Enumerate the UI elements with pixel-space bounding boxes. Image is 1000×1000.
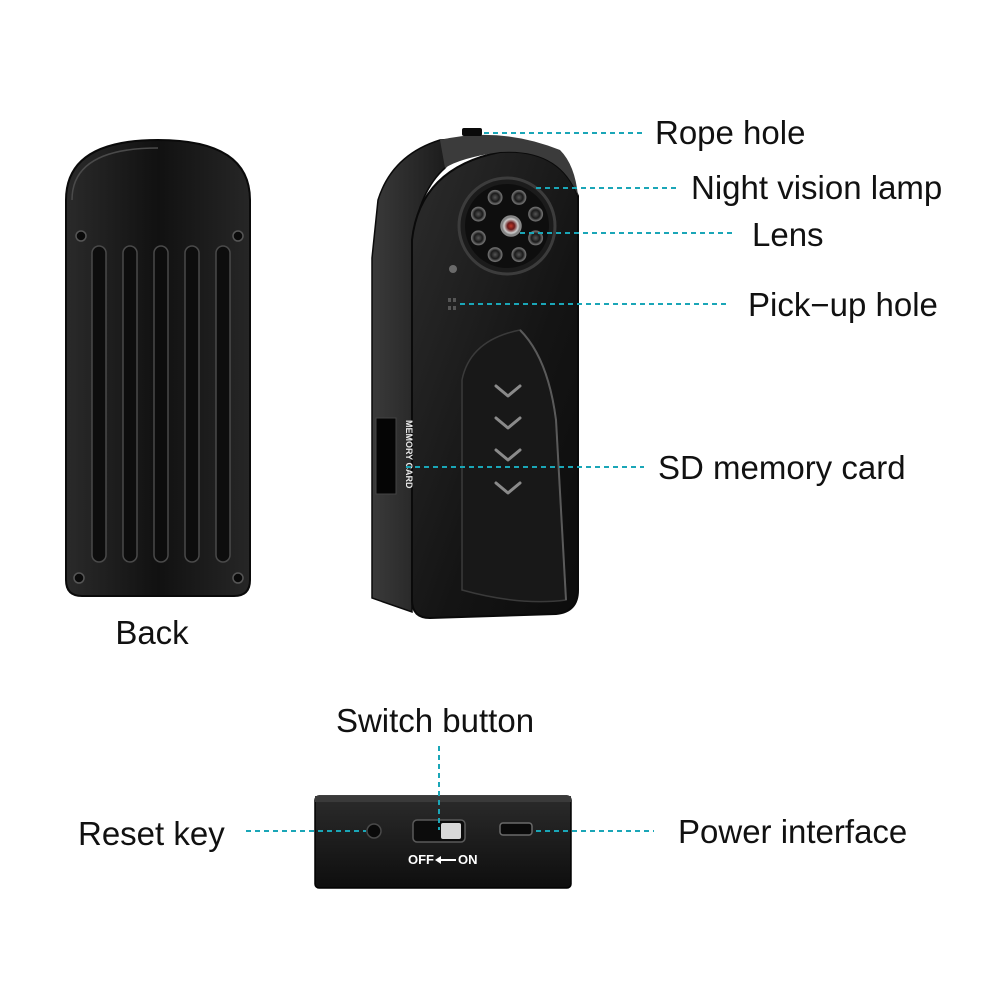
bottom-view: OFF ON (314, 795, 572, 889)
switch-knob (441, 823, 461, 839)
night-vision-lamp (487, 247, 503, 263)
rope-hole-label: Rope hole (655, 114, 805, 151)
back-rib (122, 245, 138, 563)
chevron-down-icon (494, 481, 522, 495)
sd-card-slot (375, 417, 397, 495)
front-view: MEMORY CARD (371, 128, 579, 620)
night-vision-lamp (511, 189, 527, 205)
switch-button-label: Switch button (336, 702, 534, 739)
night-vision-lamp (487, 189, 503, 205)
night-vision-lamp (470, 206, 486, 222)
night-vision-lamp (528, 206, 544, 222)
night-vision-lamp (470, 230, 486, 246)
arrow-left-right-icon (435, 856, 456, 864)
lens (500, 215, 522, 237)
power-interface-label: Power interface (678, 813, 907, 850)
switch-on-print: ON (458, 852, 478, 867)
rope-hole (462, 128, 482, 136)
chevron-down-icon (494, 448, 522, 462)
leader-lines (246, 132, 736, 832)
indicator-light (449, 265, 457, 273)
chevron-down-icon (494, 384, 522, 398)
lens-label: Lens (752, 216, 824, 253)
back-view (65, 138, 251, 597)
chevron-down-icon (494, 416, 522, 430)
switch-off-print: OFF (408, 852, 434, 867)
back-rib (91, 245, 107, 563)
sd-memory-card-label: SD memory card (658, 449, 906, 486)
back-rib (215, 245, 231, 563)
pickup-hole-label: Pick−up hole (748, 286, 938, 323)
back-label: Back (115, 614, 189, 651)
power-port (499, 822, 533, 836)
night-vision-lamp (528, 230, 544, 246)
night-vision-lamp (511, 247, 527, 263)
screw-icon (73, 572, 85, 584)
night-vision-lamp-label: Night vision lamp (691, 169, 942, 206)
back-rib (184, 245, 200, 563)
memory-card-print: MEMORY CARD (404, 420, 414, 489)
chevron-marks (494, 384, 522, 495)
screw-icon (232, 230, 244, 242)
night-vision-lamps (470, 189, 544, 263)
screw-icon (232, 572, 244, 584)
reset-key-label: Reset key (78, 815, 225, 852)
screw-icon (75, 230, 87, 242)
back-rib (153, 245, 169, 563)
back-ribs (91, 245, 231, 563)
pickup-hole (448, 298, 456, 310)
reset-key (366, 823, 382, 839)
